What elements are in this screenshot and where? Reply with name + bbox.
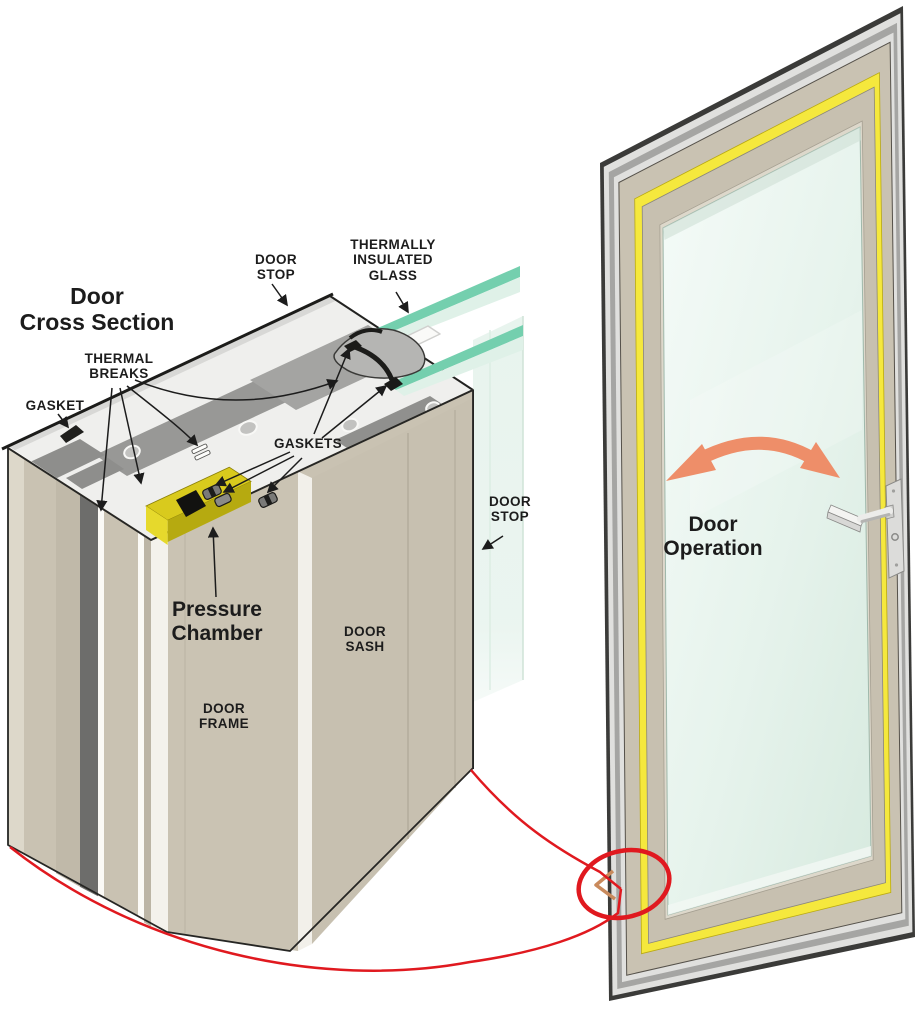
label-pressure-chamber: Pressure Chamber xyxy=(171,598,263,645)
label-door-frame: DOOR FRAME xyxy=(199,701,249,732)
red-circle xyxy=(576,847,672,921)
label-gaskets: GASKETS xyxy=(273,436,343,451)
gasket-shapes xyxy=(176,443,278,517)
label-door-stop-right: DOOR STOP xyxy=(488,494,532,525)
label-thermal-breaks: THERMAL BREAKS xyxy=(84,351,154,382)
label-door-sash: DOOR SASH xyxy=(343,624,387,655)
cross-section-front-faces xyxy=(7,389,474,952)
door-illustration xyxy=(600,6,915,1001)
label-door-operation: Door Operation xyxy=(663,513,763,560)
door-swing-arrow-icon xyxy=(666,436,840,481)
diagram-title: Door Cross Section xyxy=(19,283,175,335)
door-handle xyxy=(826,478,905,579)
section-location-highlight xyxy=(9,769,672,972)
insulated-glass-panes xyxy=(333,266,523,396)
label-door-stop-top: DOOR STOP xyxy=(254,252,298,283)
leader-arrows xyxy=(57,283,504,598)
label-thermally-insulated-glass: THERMALLY INSULATED GLASS xyxy=(350,237,436,283)
ghost-glass-pane xyxy=(473,316,524,702)
glazing-clamp xyxy=(333,328,426,391)
label-gasket: GASKET xyxy=(25,398,85,413)
